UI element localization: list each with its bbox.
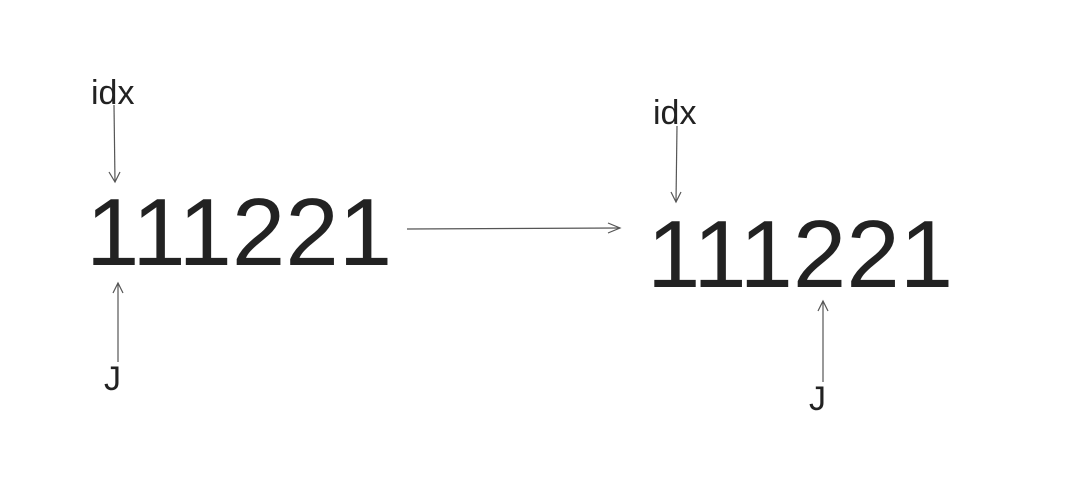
right-idx-arrow [670,125,682,204]
left-digit-string: 111221 [86,179,393,286]
right-idx-label: idx [653,94,697,132]
right-j-arrow [817,299,829,382]
right-digit-string: 111221 [647,201,954,308]
left-j-arrow [112,281,124,362]
left-idx-label: idx [91,74,135,112]
right-j-label: J [809,380,826,418]
left-j-label: J [104,360,121,398]
transition-arrow [406,222,622,234]
left-idx-arrow [108,104,121,184]
